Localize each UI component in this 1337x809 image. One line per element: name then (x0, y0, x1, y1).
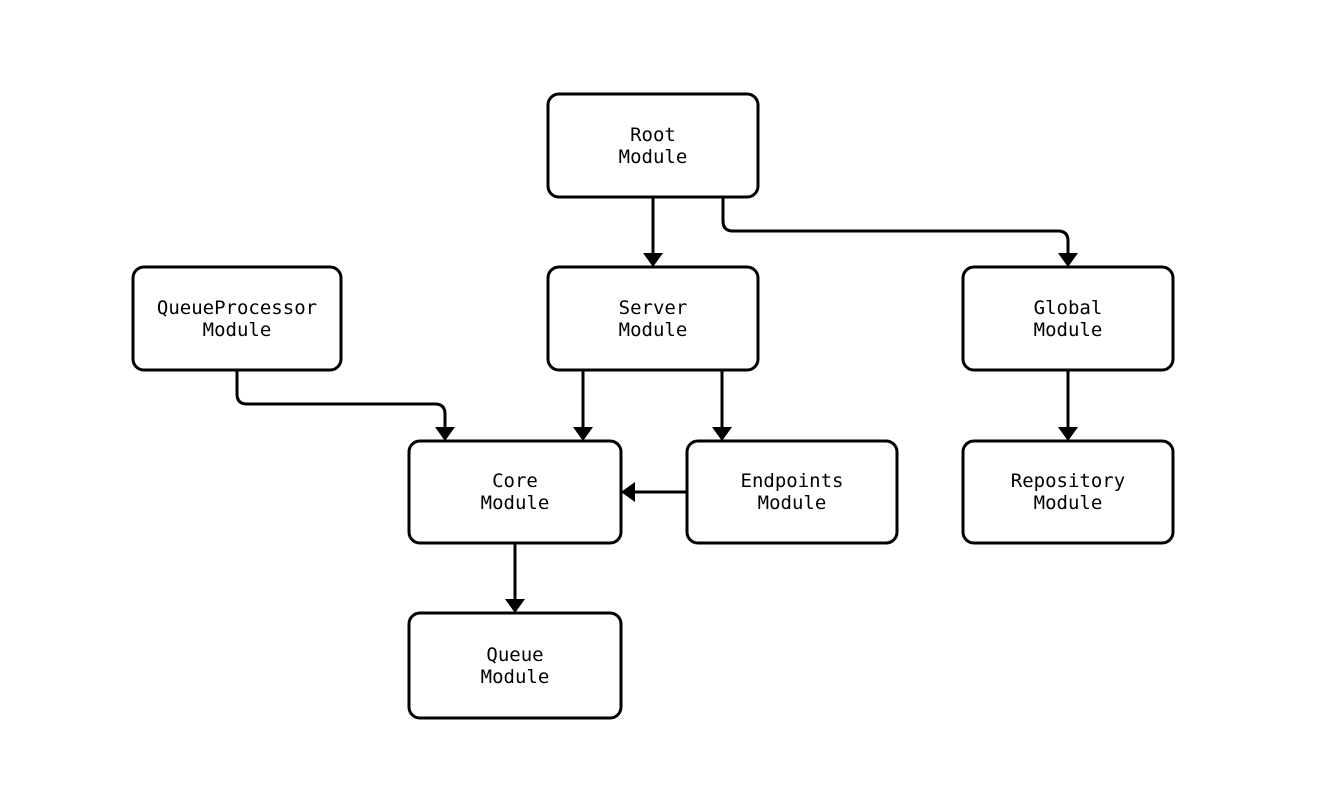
edge-root-to-global-line (721, 197, 1070, 253)
node-repository-module[interactable] (961, 439, 1175, 545)
edge-global-to-repository (1058, 370, 1078, 441)
node-core-module[interactable] (407, 439, 623, 545)
node-global-module[interactable] (961, 265, 1175, 372)
edge-endpoints-to-core-arrowhead (621, 482, 635, 502)
edge-root-to-server (643, 197, 663, 267)
edge-queueprocessor-to-core (235, 370, 455, 441)
node-root-module[interactable] (546, 92, 760, 199)
edge-queueprocessor-to-core-line (235, 370, 447, 427)
edge-queueprocessor-to-core-arrowhead (435, 427, 455, 441)
edge-server-to-endpoints-arrowhead (712, 427, 732, 441)
edge-endpoints-to-core (621, 482, 687, 502)
edge-server-to-endpoints (712, 370, 732, 441)
edge-core-to-queue-arrowhead (505, 599, 525, 613)
edge-server-to-core (573, 370, 593, 441)
edge-server-to-core-arrowhead (573, 427, 593, 441)
node-queue-module[interactable] (407, 611, 623, 720)
edge-root-to-global (721, 197, 1078, 267)
edge-core-to-queue (505, 543, 525, 613)
edge-root-to-server-arrowhead (643, 253, 663, 267)
edge-root-to-global-arrowhead (1058, 253, 1078, 267)
edge-global-to-repository-arrowhead (1058, 427, 1078, 441)
node-server-module[interactable] (546, 265, 760, 372)
node-endpoints-module[interactable] (685, 439, 899, 545)
node-queueprocessor-module[interactable] (131, 265, 343, 372)
